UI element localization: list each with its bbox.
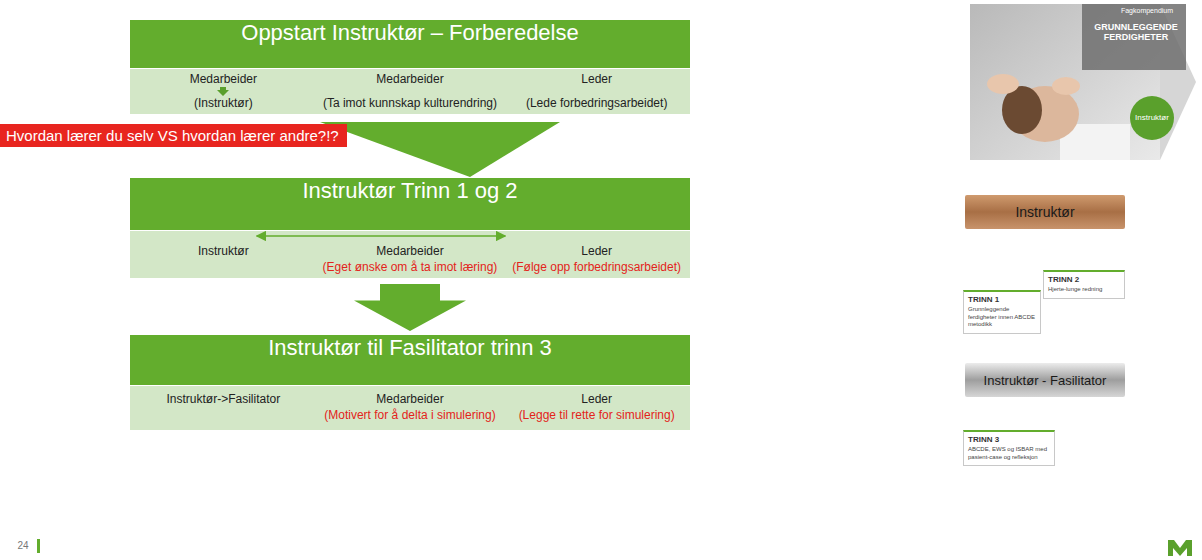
flow-arrow — [320, 122, 560, 177]
page-number: 24 — [12, 540, 34, 551]
stage-band: Instruktør Trinn 1 og 2 Instruktør Medarbe… — [130, 178, 690, 278]
cell-role: Medarbeider — [182, 72, 265, 87]
level-title: TRINN 3 — [968, 435, 1050, 444]
cell-role: Instruktør->Fasilitator — [158, 392, 288, 407]
stage-band: Instruktør til Fasilitator trinn 3 Instru… — [130, 335, 690, 430]
cover-text: Instruktør — [1130, 113, 1174, 122]
cell-note: (Motivert for å delta i simulering) — [319, 408, 502, 423]
logo — [1168, 540, 1192, 556]
rank-title: Instruktør — [1015, 204, 1074, 220]
rank-plate: Instruktør — [965, 195, 1125, 229]
cell-note: (Instruktør) — [182, 96, 265, 111]
helper-hand — [1052, 77, 1080, 95]
cell-role: Instruktør — [190, 244, 257, 259]
cell-note: (Eget ønske om å ta imot læring) — [319, 260, 502, 275]
cover-text: Fagkompendium — [1112, 7, 1182, 14]
level-desc: Grunnleggende ferdigheter innen ABCDE me… — [968, 306, 1036, 329]
level-title: TRINN 1 — [968, 295, 1036, 304]
level-step: TRINN 2 Hjerte-lunge redning — [1043, 270, 1125, 299]
level-desc: Hjerte-lunge redning — [1048, 286, 1120, 294]
flow-arrow — [354, 284, 466, 331]
page-tick — [37, 539, 40, 553]
small-down-arrow — [216, 87, 230, 96]
band-header: Instruktør til Fasilitator trinn 3 — [130, 335, 690, 385]
cell: Leder(Følge opp forbedringsarbeidet) — [505, 231, 688, 275]
connector-line — [257, 235, 506, 237]
cell-note: (Legge til rette for simulering) — [511, 408, 683, 423]
cell: Instruktør->Fasilitator — [158, 386, 288, 407]
helper-hand — [987, 74, 1019, 94]
level-step: TRINN 3 ABCDE, EWS og ISBAR med pasient-c… — [963, 430, 1055, 466]
cell-role: Medarbeider — [319, 392, 502, 407]
band-header: Oppstart Instruktør – Forberedelse — [130, 20, 690, 68]
cell: Leder(Legge til rette for simulering) — [511, 386, 683, 423]
cell: Instruktør — [190, 231, 257, 259]
cell-role: Medarbeider — [319, 72, 502, 87]
small-down-arrow-shape — [217, 87, 229, 96]
band-header: Instruktør Trinn 1 og 2 — [130, 178, 690, 230]
cell: Medarbeider(Motivert for å delta i simul… — [319, 386, 502, 423]
cover-title-area — [1082, 4, 1186, 70]
cell-note: (Følge opp forbedringsarbeidet) — [505, 260, 688, 275]
cell-note: (Lede forbedringsarbeidet) — [518, 96, 675, 111]
rank-plate: Instruktør - Fasilitator — [965, 363, 1125, 397]
cell: Leder (Lede forbedringsarbeidet) — [518, 69, 675, 111]
cell-note: (Ta imot kunnskap kulturendring) — [319, 96, 502, 111]
banner-label: Hvordan lærer du selv VS hvordan lærer a… — [0, 124, 347, 147]
stage-band: Oppstart Instruktør – ForberedelseMedarb… — [130, 20, 690, 114]
cell: Medarbeider (Ta imot kunnskap kulturendri… — [319, 69, 502, 111]
level-desc: ABCDE, EWS og ISBAR med pasient-case og … — [968, 446, 1050, 461]
level-step: TRINN 1 Grunnleggende ferdigheter innen A… — [963, 290, 1041, 334]
cell-role: Medarbeider — [319, 244, 502, 259]
badge-circle — [1130, 96, 1174, 140]
cell-role: Leder — [505, 244, 688, 259]
cell: Medarbeider(Eget ønske om å ta imot læri… — [319, 231, 502, 275]
level-title: TRINN 2 — [1048, 275, 1120, 284]
rank-title: Instruktør - Fasilitator — [984, 373, 1107, 388]
cover-text: GRUNNLEGGENDE FERDIGHETER — [1088, 22, 1184, 42]
cell-role: Leder — [518, 72, 675, 87]
cell: Medarbeider (Instruktør) — [182, 69, 265, 111]
cell-role: Leder — [511, 392, 683, 407]
